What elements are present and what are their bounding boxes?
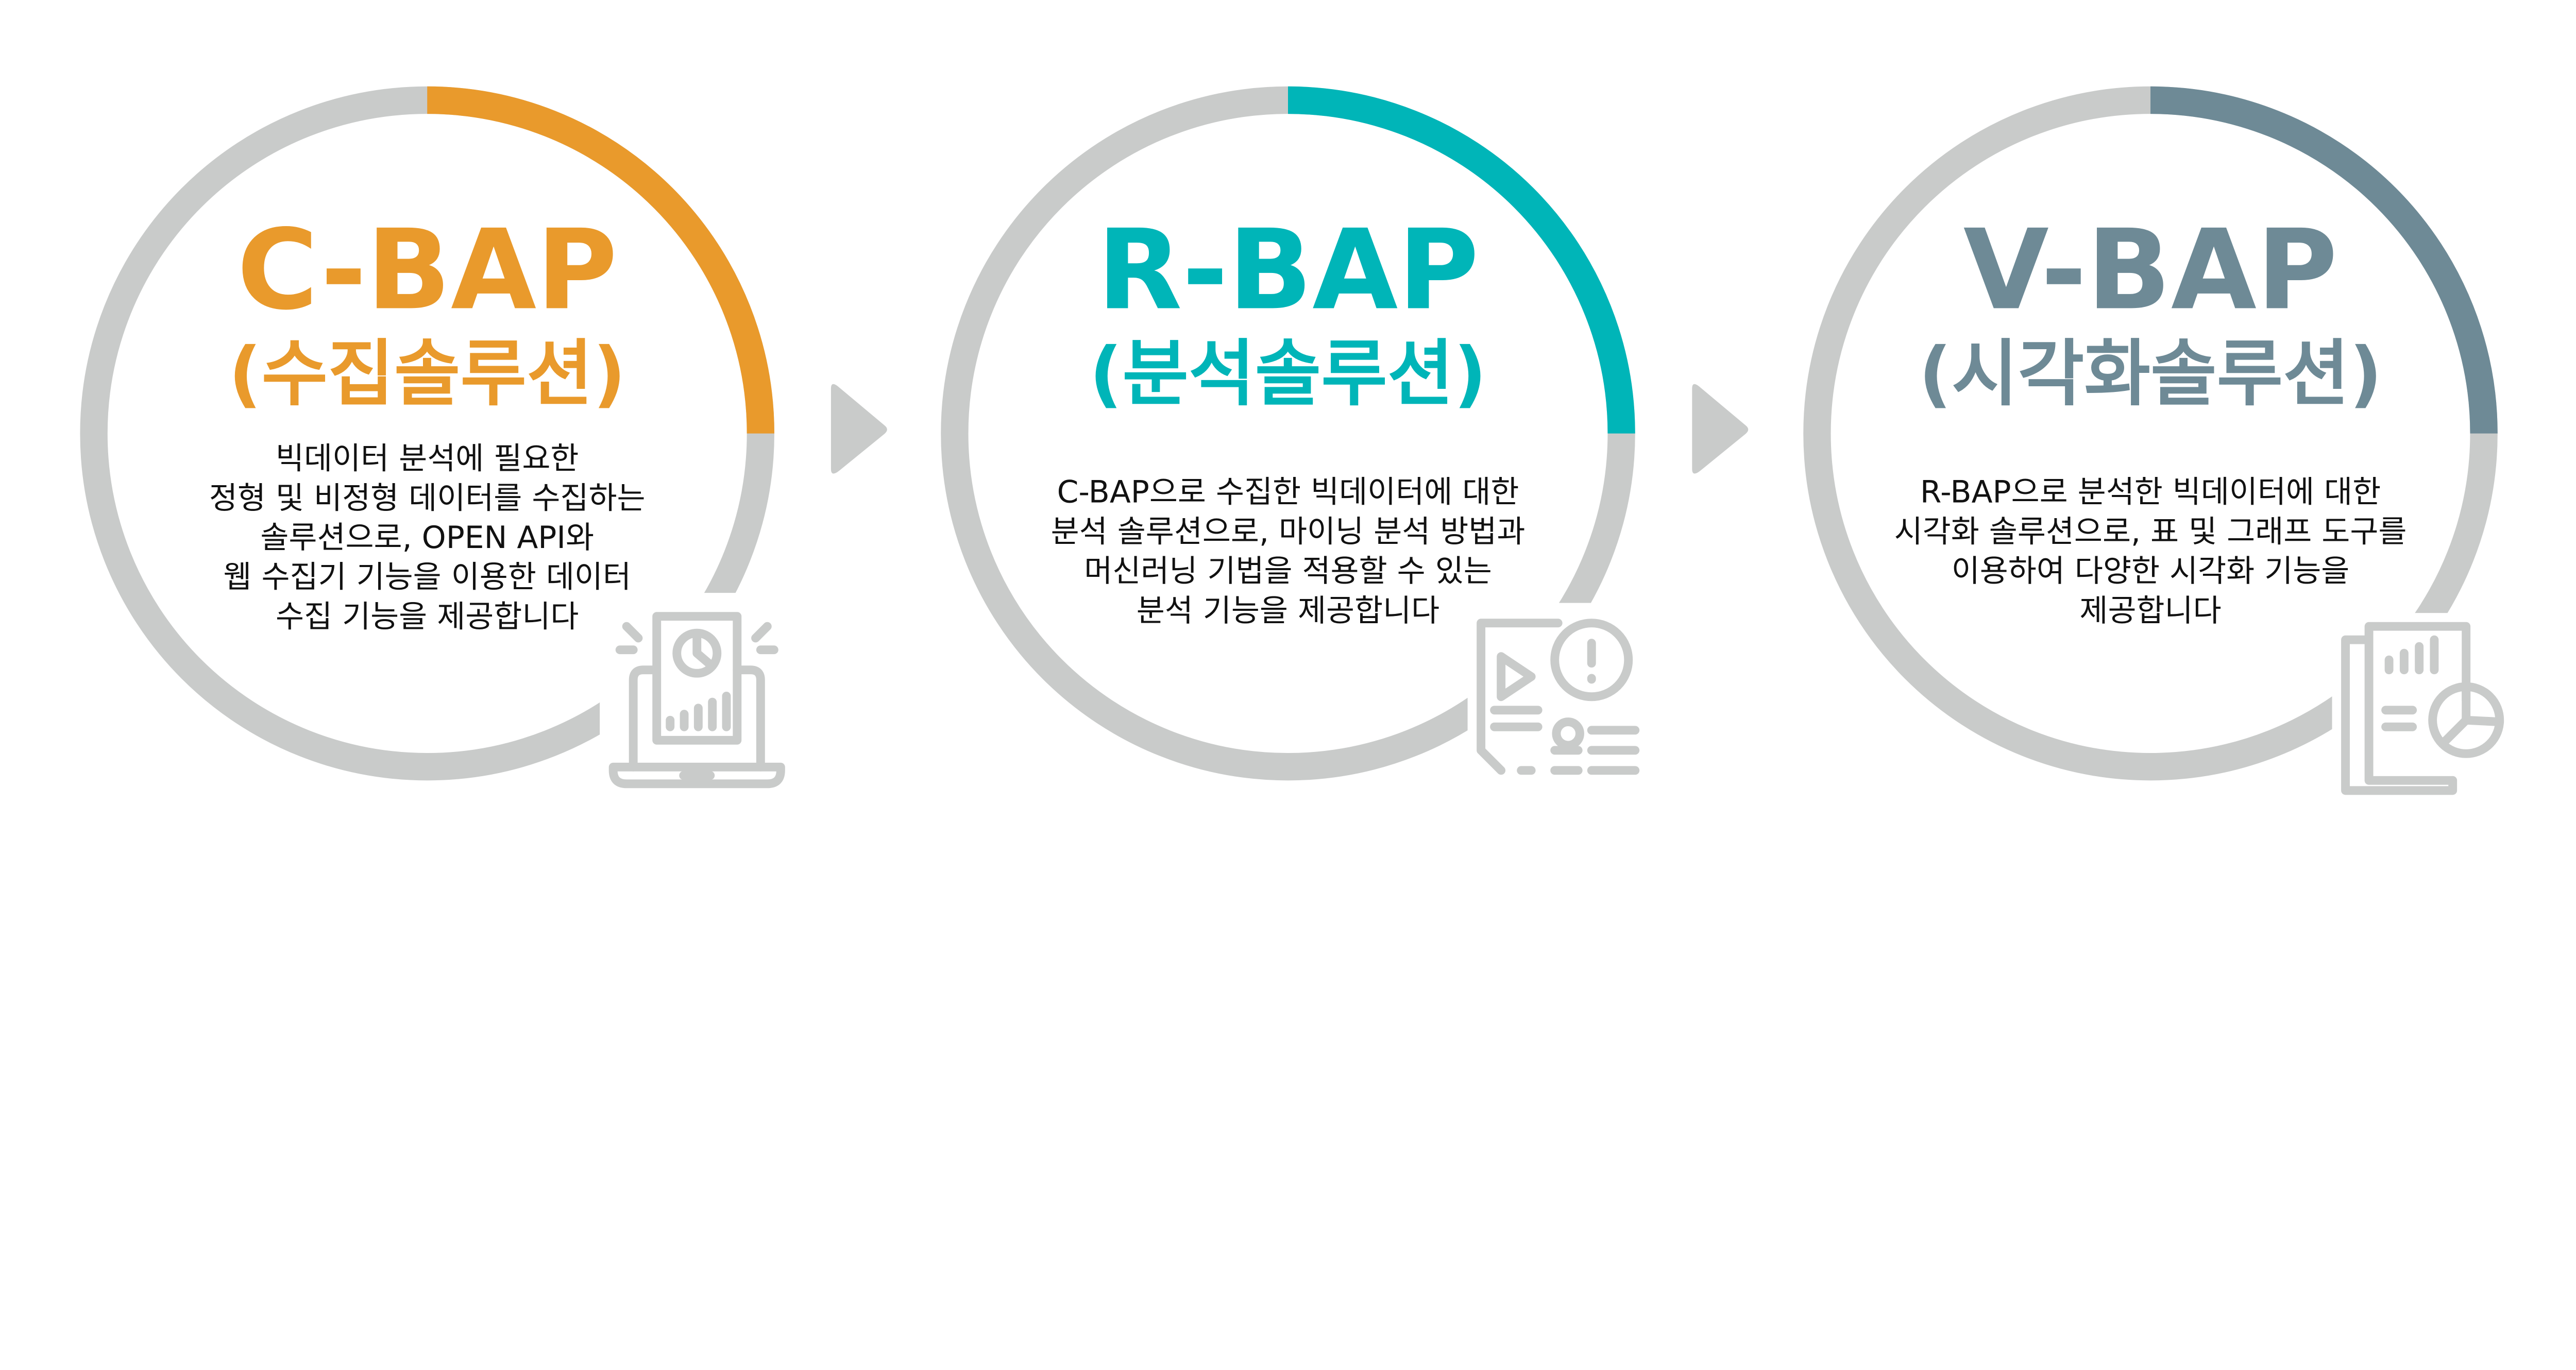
laptop-report-icon xyxy=(600,593,794,794)
description-line: C-BAP으로 수집한 빅데이터에 대한 xyxy=(1057,474,1519,510)
step-title: V-BAP xyxy=(1963,206,2338,334)
step-title: C-BAP xyxy=(237,206,617,334)
ring-progress-arc xyxy=(427,86,774,434)
description-line: 웹 수집기 기능을 이용한 데이터 xyxy=(223,559,631,595)
ring-progress-arc xyxy=(2150,86,2498,434)
description-line: R-BAP으로 분석한 빅데이터에 대한 xyxy=(1920,474,2381,510)
description-line: 빅데이터 분석에 필요한 xyxy=(276,441,579,477)
arrow-right-icon xyxy=(1692,384,1749,474)
description-line: 정형 및 비정형 데이터를 수집하는 xyxy=(209,480,646,516)
description-line: 솔루션으로, OPEN API와 xyxy=(260,520,594,556)
description-line: 분석 기능을 제공합니다 xyxy=(1137,593,1439,629)
step-title: R-BAP xyxy=(1097,206,1479,334)
description-line: 머신러닝 기법을 적용할 수 있는 xyxy=(1084,553,1492,589)
description-line: 수집 기능을 제공합니다 xyxy=(276,598,579,635)
step-subtitle: (시각화솔루션) xyxy=(1919,332,2382,416)
step-subtitle: (수집솔루션) xyxy=(229,332,626,416)
report-chart-icon xyxy=(2332,613,2527,814)
description-line: 제공합니다 xyxy=(2079,593,2221,629)
arrow-right-icon xyxy=(831,384,887,474)
ring-progress-arc xyxy=(1287,86,1635,434)
description-line: 시각화 솔루션으로, 표 및 그래프 도구를 xyxy=(1894,513,2407,550)
description-line: 분석 솔루션으로, 마이닝 분석 방법과 xyxy=(1051,513,1526,550)
document-analysis-icon xyxy=(1467,603,1662,804)
step-subtitle: (분석솔루션) xyxy=(1090,332,1487,416)
description-line: 이용하여 다양한 시각화 기능을 xyxy=(1952,553,2350,589)
